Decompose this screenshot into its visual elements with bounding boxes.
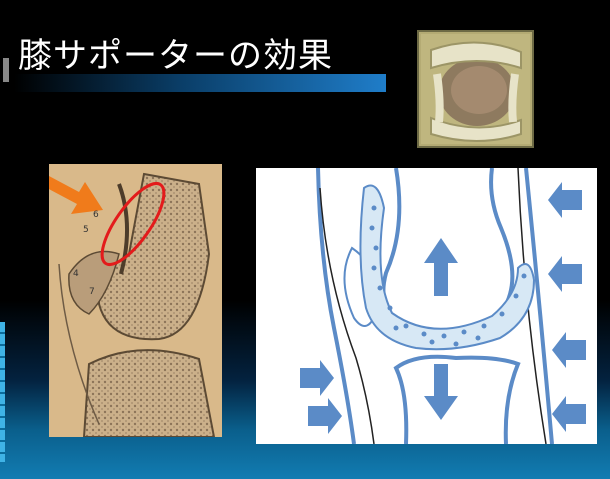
knee-diagram (256, 168, 597, 444)
knee-support-photo (417, 30, 534, 148)
mri-label-5: 5 (83, 225, 89, 235)
mri-sagittal-knee: 6 5 4 7 (49, 164, 222, 437)
mri-label-6: 6 (93, 210, 99, 220)
mri-label-4: 4 (73, 269, 79, 279)
mri-image: 6 5 4 7 (49, 164, 222, 437)
knee-support-icon (417, 30, 534, 148)
title-underline-bar (14, 74, 386, 92)
mri-label-7: 7 (89, 287, 95, 297)
left-edge-mark (3, 58, 9, 82)
page-title: 膝サポーターの効果 (18, 28, 333, 77)
knee-pressure-diagram (256, 168, 597, 444)
left-edge-strip (0, 322, 5, 462)
